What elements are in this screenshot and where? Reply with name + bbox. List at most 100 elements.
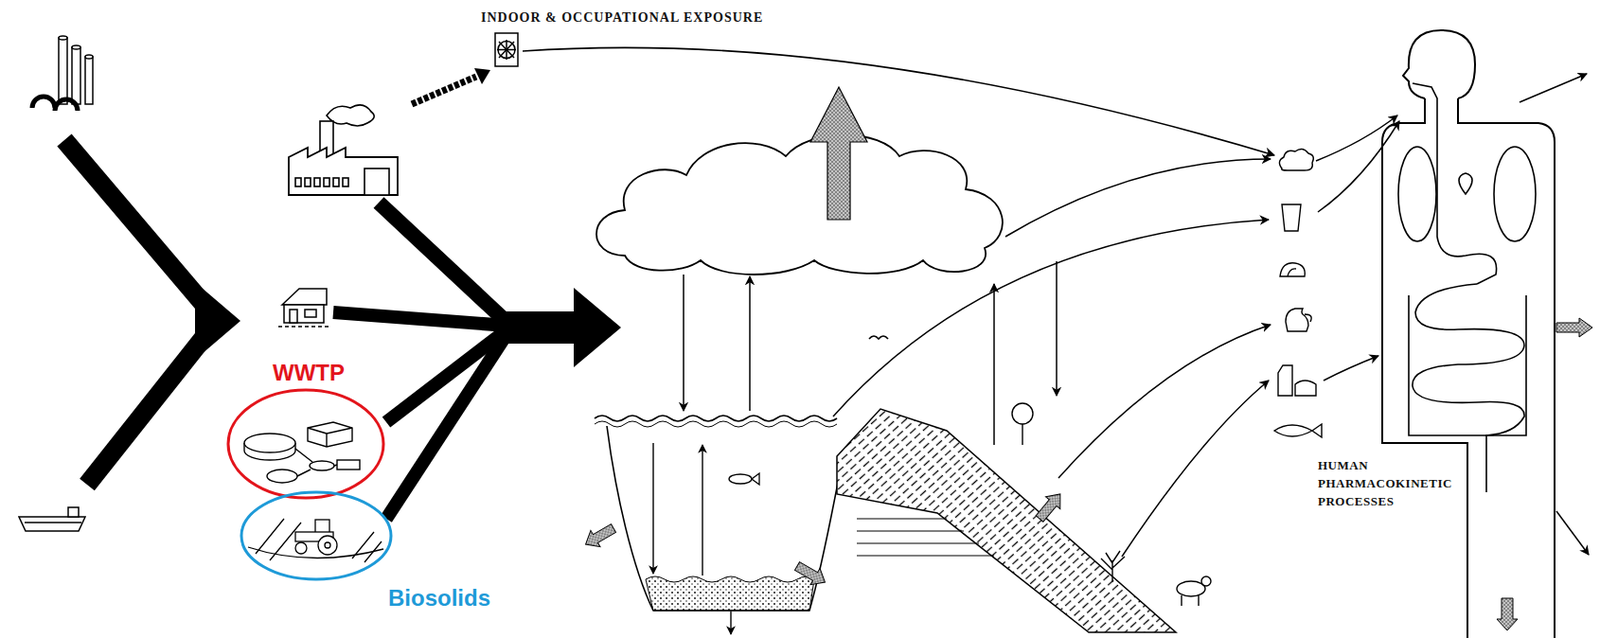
lake (594, 415, 839, 635)
house-icon (304, 309, 317, 318)
cow-icon (1176, 576, 1211, 606)
factory-icon (314, 177, 320, 187)
house-icon (284, 304, 324, 323)
deposition-arrows (682, 274, 685, 411)
tractor-field-icon (324, 542, 331, 549)
exposure-pathway-arrows (1058, 324, 1271, 479)
wwtp-ellipse: WWTP (226, 388, 386, 500)
release-flow-arrows (386, 329, 508, 423)
tractor-field-icon (248, 547, 384, 559)
refinery-stacks (71, 45, 81, 50)
exposure-pathway-arrows (1005, 159, 1271, 237)
lake (594, 421, 837, 427)
treatment-plant-icon (266, 469, 298, 483)
factory-icon (295, 177, 302, 187)
cow-icon (1201, 576, 1211, 587)
soil-hillside (836, 408, 1176, 633)
refinery-stacks (58, 35, 68, 40)
release-flow-arrows (378, 202, 508, 323)
soil-hillside (856, 530, 964, 532)
factory-icon (333, 177, 339, 187)
treatment-plant-icon (337, 460, 360, 470)
node-label: WWTP (272, 359, 345, 387)
tractor-field-icon (255, 518, 382, 563)
factory-icon (342, 177, 349, 187)
exposure-pathway-arrows (833, 219, 1269, 417)
release-flow-arrows (499, 311, 580, 344)
house-icon (282, 288, 327, 305)
house-icon (289, 309, 298, 323)
treatment-plant-icon (334, 464, 338, 466)
release-flow-arrows (333, 312, 508, 326)
treatment-plant-icon (295, 448, 313, 463)
refinery-stacks (58, 37, 68, 105)
soil-hillside (856, 517, 947, 519)
body-organs (1458, 173, 1473, 195)
bird-icon (869, 336, 889, 339)
fish-in-lake (728, 473, 760, 485)
factory-icon (288, 105, 398, 196)
treatment-plant-icon (325, 433, 327, 447)
tree-icon (1012, 403, 1033, 445)
release-flow-arrows (573, 287, 622, 368)
biosolids-ellipse: Biosolids (239, 490, 393, 582)
body-organs (1408, 295, 1527, 436)
deposition-arrows (748, 276, 751, 411)
source-chevron (195, 282, 241, 360)
lake (701, 444, 703, 576)
ventilation-fan-icon (497, 49, 516, 52)
human-body (1382, 30, 1555, 638)
ellipse-outline (239, 490, 393, 582)
body-organs (1493, 146, 1536, 242)
ventilation-fan-icon (495, 33, 518, 67)
exposure-pathway-arrows (1323, 355, 1379, 381)
refinery-stacks (32, 35, 93, 111)
tractor-field-icon (248, 518, 384, 563)
exposure-pathway-arrows (1121, 380, 1269, 557)
treatment-plant-icon (326, 427, 353, 434)
ship-icon (18, 507, 86, 532)
exposure-media-icons (1295, 380, 1316, 396)
tractor-field-icon (318, 535, 338, 555)
ellipse-outline (241, 492, 392, 580)
exposure-media-icons (1285, 308, 1309, 332)
exposure-media-icons (1278, 365, 1293, 396)
exposure-media-icons (1274, 425, 1313, 437)
release-flow-arrows (386, 333, 508, 519)
refinery-stacks (85, 54, 93, 59)
house-icon (278, 288, 330, 327)
exposure-pathway-arrows (1317, 121, 1400, 213)
ellipse-outline (226, 388, 386, 500)
exposure-media-icons (1304, 314, 1312, 322)
transfer-block-arrows (1031, 488, 1067, 526)
indoor-exposure-arc (522, 47, 1275, 156)
cow-icon (1180, 595, 1182, 606)
human-body (1403, 30, 1476, 99)
fish-in-lake (751, 473, 760, 485)
treatment-plant-icon (307, 422, 353, 447)
exposure-pathway-arrows (833, 115, 1400, 557)
source-chevron (64, 140, 241, 485)
house-icon (278, 325, 330, 328)
refinery-stacks (85, 56, 93, 105)
tree-icon (1021, 423, 1023, 445)
transfer-block-arrows (581, 318, 1593, 631)
source-chevron (64, 140, 203, 303)
treatment-plant-icon (297, 469, 311, 477)
soil-hillside (856, 554, 995, 556)
ship-icon (68, 507, 79, 517)
treatment-plant-icon (309, 461, 335, 471)
human-body (1457, 98, 1555, 638)
body-organs (1398, 83, 1536, 493)
elimination-arrows (1519, 73, 1587, 103)
body-organs (1437, 160, 1497, 285)
lake (652, 443, 654, 574)
indoor-release-arrow (474, 68, 491, 85)
factory-icon (304, 177, 311, 187)
ventilation-fan-icon (495, 33, 518, 67)
